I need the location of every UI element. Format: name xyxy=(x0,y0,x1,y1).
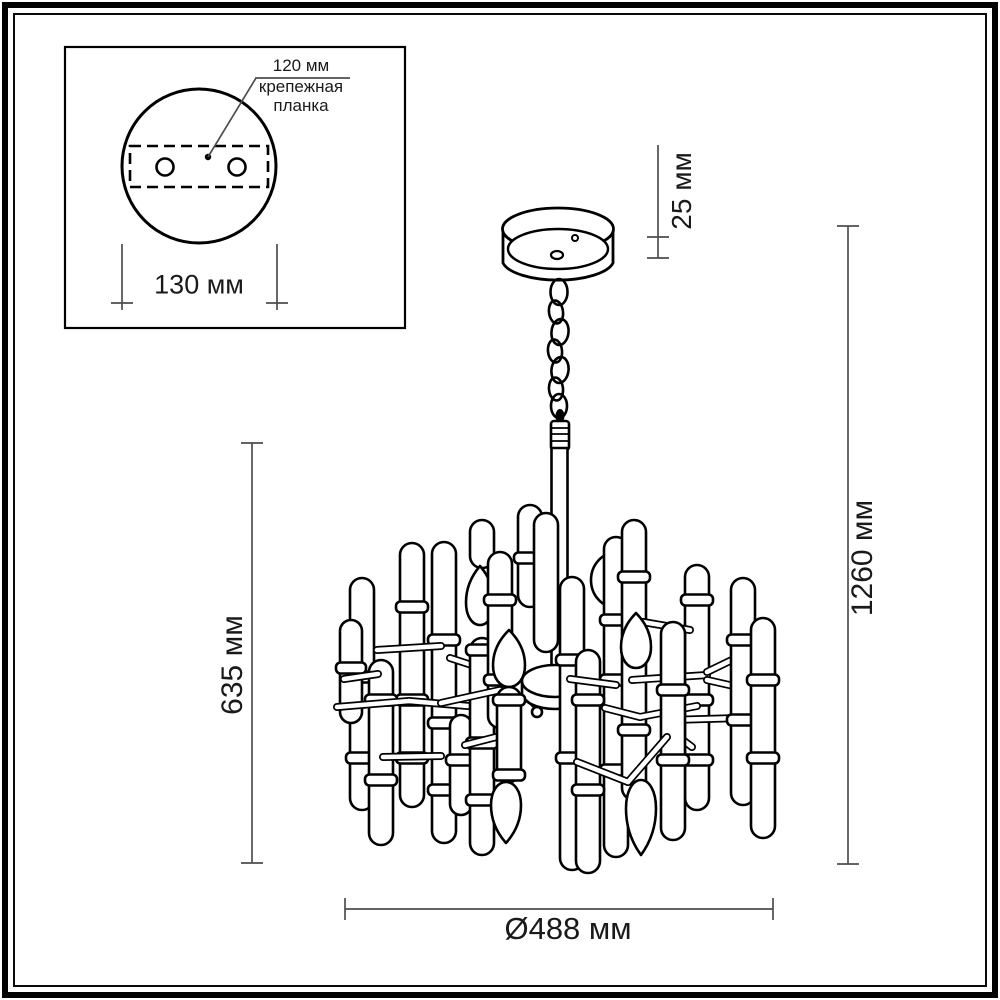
mount-bar-caption-line1: крепежная xyxy=(258,76,344,96)
overall-height-label: 1260 мм xyxy=(846,499,879,617)
mount-bar-caption-line2: планка xyxy=(273,96,329,115)
chandelier-body xyxy=(333,503,781,875)
body-height-label: 635 мм xyxy=(216,615,249,715)
body-diameter-label: Ø488 мм xyxy=(504,911,632,946)
canopy-hole-large xyxy=(549,249,565,261)
dim-canopy-height xyxy=(647,145,669,259)
canopy-height-label: 25 мм xyxy=(666,152,697,230)
suspension-chain xyxy=(546,277,570,420)
dim-body-height xyxy=(241,442,263,864)
canopy-hole-small xyxy=(571,234,579,242)
leader-line xyxy=(207,77,350,158)
mount-bar-caption: крепежная планка xyxy=(259,77,343,115)
canopy xyxy=(501,206,615,282)
mount-bar-dashed-outline xyxy=(128,144,270,189)
inset-panel xyxy=(63,45,407,330)
bar-offset-label: 120 мм xyxy=(272,56,330,75)
screw-hole-right xyxy=(227,157,247,177)
dim-body-diameter xyxy=(344,898,774,920)
canopy-inner-face xyxy=(506,227,610,271)
dimension-lines xyxy=(241,145,859,920)
mount-plate-circle xyxy=(120,87,278,245)
plate-diameter-label: 130 мм xyxy=(154,269,244,300)
dim-overall-height xyxy=(837,225,859,865)
screw-hole-left xyxy=(155,157,175,177)
